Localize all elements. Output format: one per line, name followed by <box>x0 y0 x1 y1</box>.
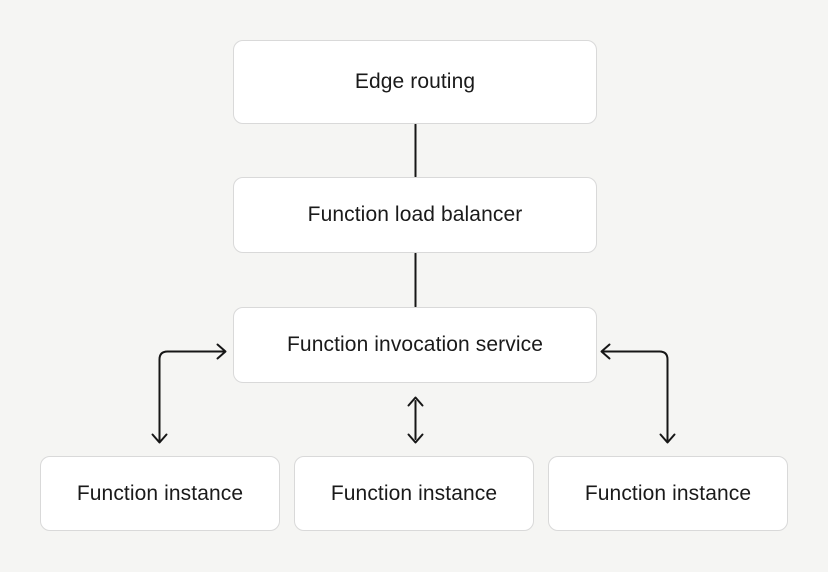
arrowhead-into-instance-1 <box>151 433 168 444</box>
node-label: Function invocation service <box>287 333 543 356</box>
connector-invocation-to-instance-3-shaft <box>602 350 669 441</box>
arrowhead-into-instance-3 <box>659 433 676 444</box>
node-function-instance-1: Function instance <box>40 456 280 531</box>
node-function-instance-3: Function instance <box>548 456 788 531</box>
node-edge-routing: Edge routing <box>233 40 597 124</box>
arrowhead-into-instance-2 <box>407 433 424 444</box>
arrowhead-into-invocation-service-right <box>600 343 611 360</box>
arrowhead-into-invocation-service-left <box>216 343 227 360</box>
arrowhead-into-invocation-service-bottom <box>407 396 424 407</box>
node-function-load-balancer: Function load balancer <box>233 177 597 253</box>
node-function-instance-2: Function instance <box>294 456 534 531</box>
node-label: Function instance <box>584 481 752 505</box>
node-label: Function instance <box>330 481 498 505</box>
node-label: Function load balancer <box>307 203 523 226</box>
connector-invocation-to-instance-1-shaft <box>158 350 225 441</box>
node-label: Edge routing <box>354 70 476 93</box>
node-function-invocation-service: Function invocation service <box>233 307 597 383</box>
node-label: Function instance <box>76 481 244 505</box>
